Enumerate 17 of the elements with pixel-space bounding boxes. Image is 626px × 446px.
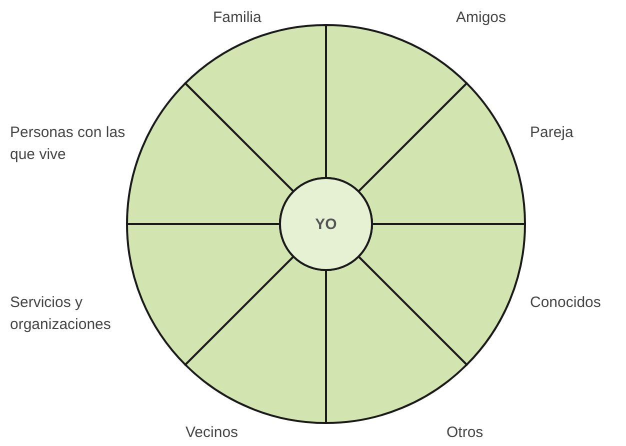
sector [325,24,468,192]
sector [358,223,526,366]
sector-label: Conocidos [530,293,601,313]
sector [358,82,526,225]
sector-label: Vecinos [186,423,238,443]
sector-label: Personas con las que vive [10,123,126,165]
center-label: YO [315,216,337,232]
sector [126,223,294,366]
sector-label: Pareja [530,123,574,143]
sector [126,82,294,225]
sector-label: Otros [446,423,484,443]
sector-label: Amigos [456,8,506,28]
sector-label: Servicios y organizaciones [10,293,112,335]
sector-label: Familia [213,8,262,28]
sector [184,256,327,424]
sector [184,24,327,192]
sector [325,256,468,424]
